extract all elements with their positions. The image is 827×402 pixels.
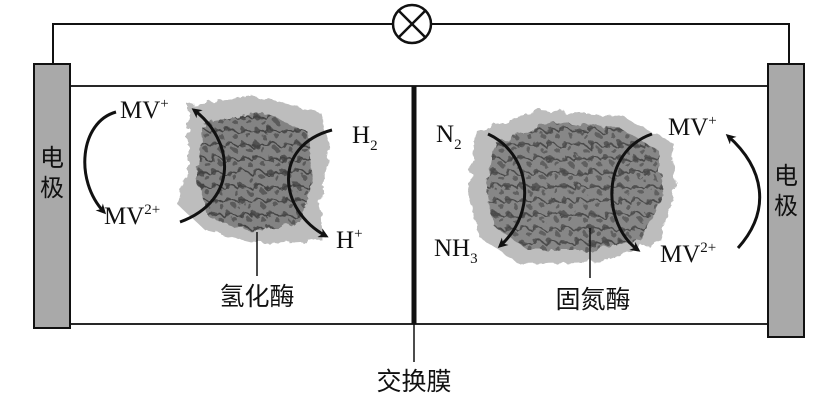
arrow-mv-plus-to-electrode bbox=[83, 110, 117, 215]
arrow-mv2-to-mv-plus bbox=[179, 108, 226, 224]
hydrogenase-label: 氢化酶 bbox=[219, 282, 294, 311]
species-mv2-right: MV2+ bbox=[660, 240, 716, 268]
species-mv2-left: MV2+ bbox=[104, 202, 160, 230]
arrow-electrode-to-mv-plus bbox=[725, 134, 762, 249]
electrode-left bbox=[33, 63, 71, 329]
species-mv-plus-right: MV+ bbox=[668, 113, 717, 141]
lamp-icon bbox=[391, 3, 433, 45]
electrode-right-label: 电 极 bbox=[774, 162, 798, 220]
arrow-h2-to-h-plus bbox=[287, 128, 333, 238]
circuit-wire bbox=[52, 23, 790, 64]
nitrogenase-enzyme bbox=[468, 110, 676, 264]
electrode-left-char-1: 电 bbox=[40, 144, 64, 172]
species-nh3: NH3 bbox=[434, 235, 478, 267]
species-mv-plus-left: MV+ bbox=[120, 96, 169, 124]
nitrogenase-label: 固氮酶 bbox=[555, 285, 630, 314]
arrow-mv-plus-to-mv2 bbox=[610, 132, 653, 252]
electrode-right-char-2: 极 bbox=[774, 192, 798, 220]
species-n2: N2 bbox=[436, 121, 462, 153]
electrode-left-label: 电 极 bbox=[40, 144, 64, 202]
arrow-n2-to-nh3 bbox=[487, 132, 527, 249]
species-h-plus: H+ bbox=[336, 226, 363, 254]
membrane-label: 交换膜 bbox=[376, 367, 451, 396]
electrode-right bbox=[767, 63, 805, 338]
species-h2: H2 bbox=[352, 122, 378, 154]
electrode-left-char-2: 极 bbox=[40, 174, 64, 202]
electrode-right-char-1: 电 bbox=[774, 162, 798, 190]
